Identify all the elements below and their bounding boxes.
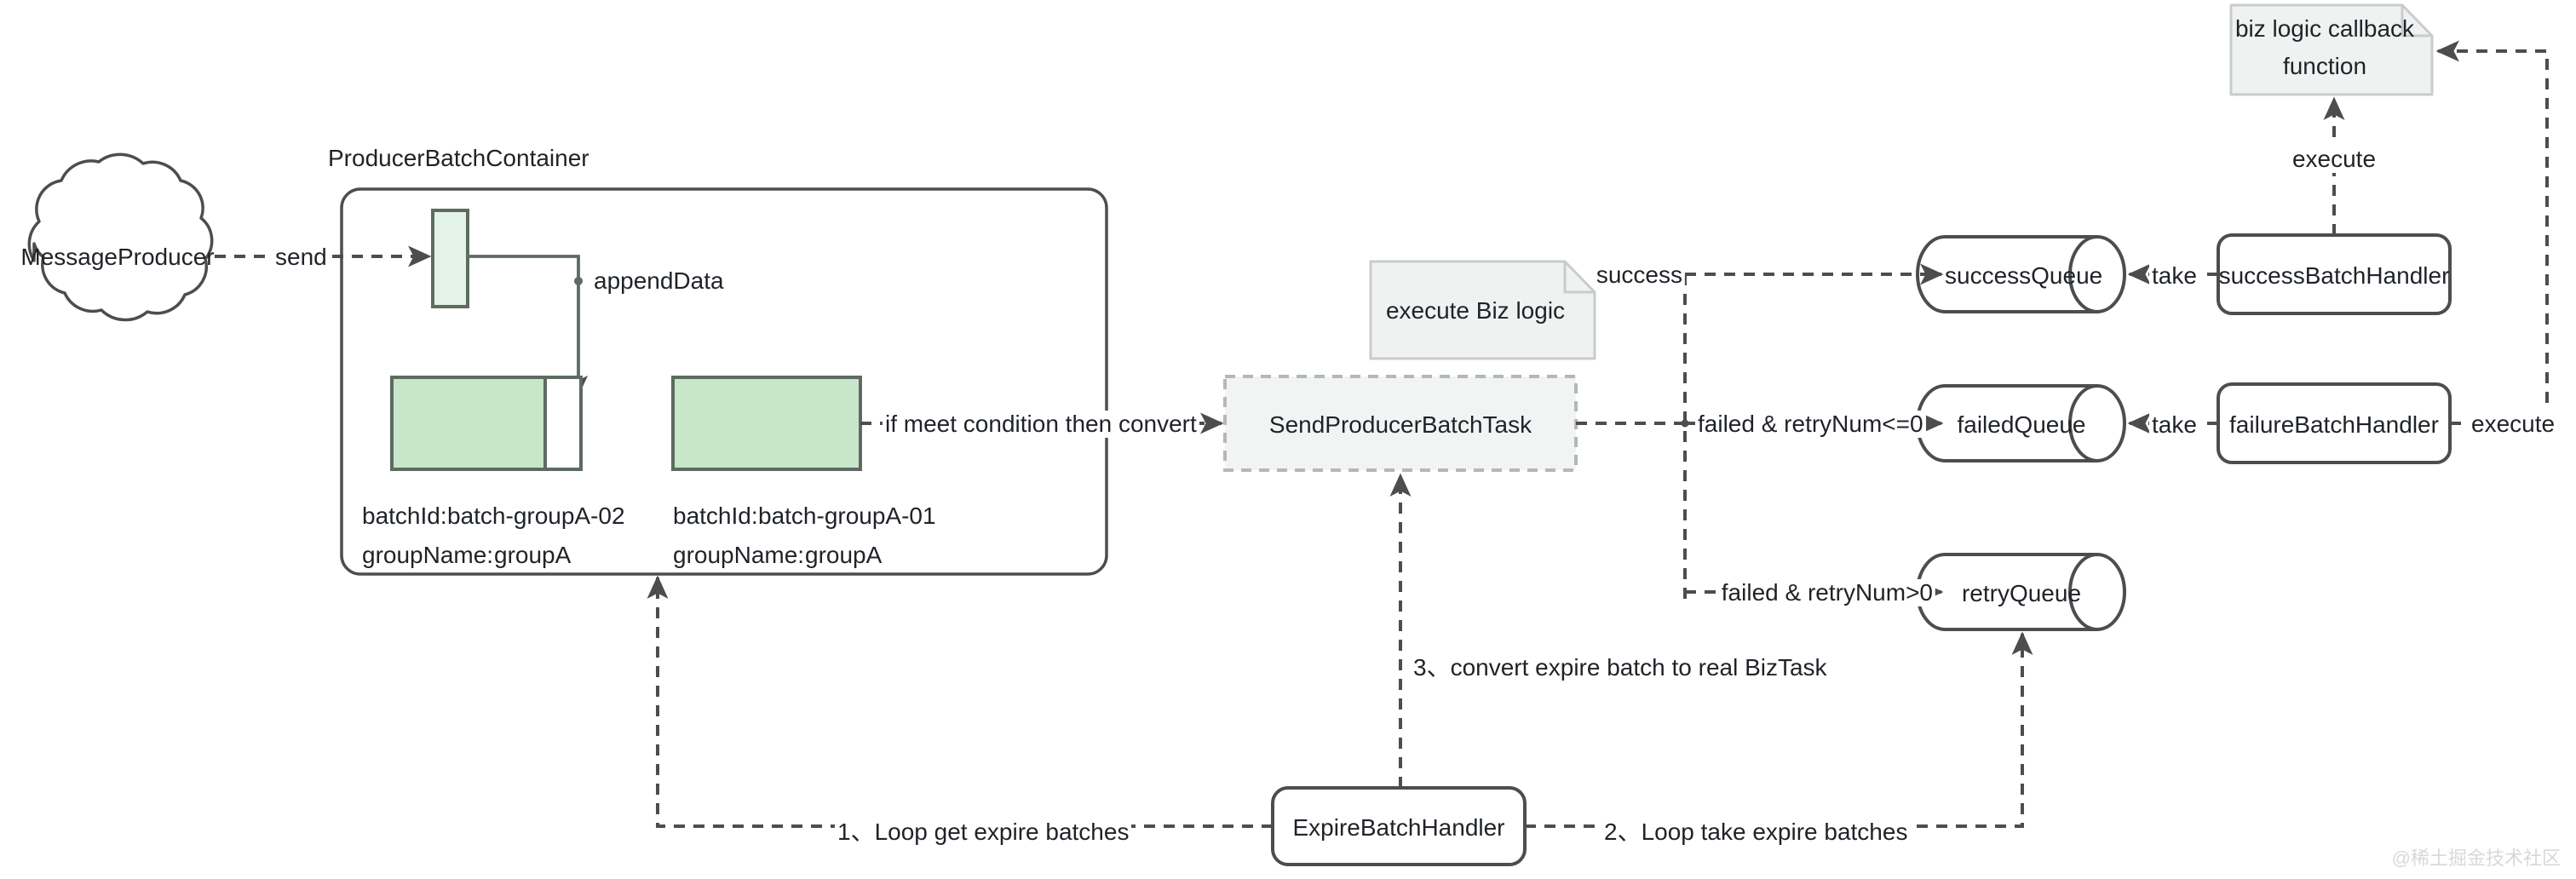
biz-logic-callback-note[interactable]: [2229, 3, 2434, 96]
retry-queue-cylinder[interactable]: [1916, 553, 2126, 631]
edge-label-execute-success: execute: [2289, 146, 2379, 173]
edge-label-convert: if meet condition then convert: [883, 411, 1199, 438]
edge-label-loop-take-expire: 2、Loop take expire batches: [1601, 813, 1911, 847]
batch-groupA-02-box[interactable]: [390, 376, 583, 471]
append-data-connector: [468, 255, 589, 397]
edge-label-convert-expire: 3、convert expire batch to real BizTask: [1411, 649, 1830, 683]
edge-label-success: success: [1593, 261, 1685, 289]
edge-label-append-data: appendData: [591, 267, 727, 295]
failure-batch-handler-box[interactable]: [2217, 382, 2452, 464]
edge-label-failed-retry-gt-0: failed & retryNum>0: [1718, 579, 1935, 606]
batch-groupA-01-box[interactable]: [671, 376, 862, 471]
execute-biz-logic-note[interactable]: [1369, 260, 1596, 360]
watermark: @稀土掘金技术社区: [2391, 847, 2561, 869]
edge-label-loop-get-expire: 1、Loop get expire batches: [835, 813, 1132, 847]
edge-label-send: send: [273, 244, 330, 271]
failed-queue-cylinder[interactable]: [1916, 384, 2126, 462]
edge-execute-failure: [2435, 40, 2549, 425]
send-producer-batch-task-box[interactable]: [1223, 375, 1578, 472]
edge-label-take-success: take: [2149, 262, 2199, 290]
success-queue-cylinder[interactable]: [1916, 235, 2126, 313]
edge-label-failed-retry-le-0: failed & retryNum<=0: [1695, 411, 1926, 438]
edge-label-take-failed: take: [2149, 411, 2199, 439]
incoming-slot-box[interactable]: [431, 209, 469, 308]
edge-label-execute-failure: execute: [2469, 411, 2558, 438]
success-batch-handler-box[interactable]: [2217, 233, 2452, 315]
message-producer-cloud[interactable]: [27, 152, 214, 322]
edge-loop-get-expire: [647, 575, 1273, 828]
expire-batch-handler-box[interactable]: [1271, 786, 1527, 866]
